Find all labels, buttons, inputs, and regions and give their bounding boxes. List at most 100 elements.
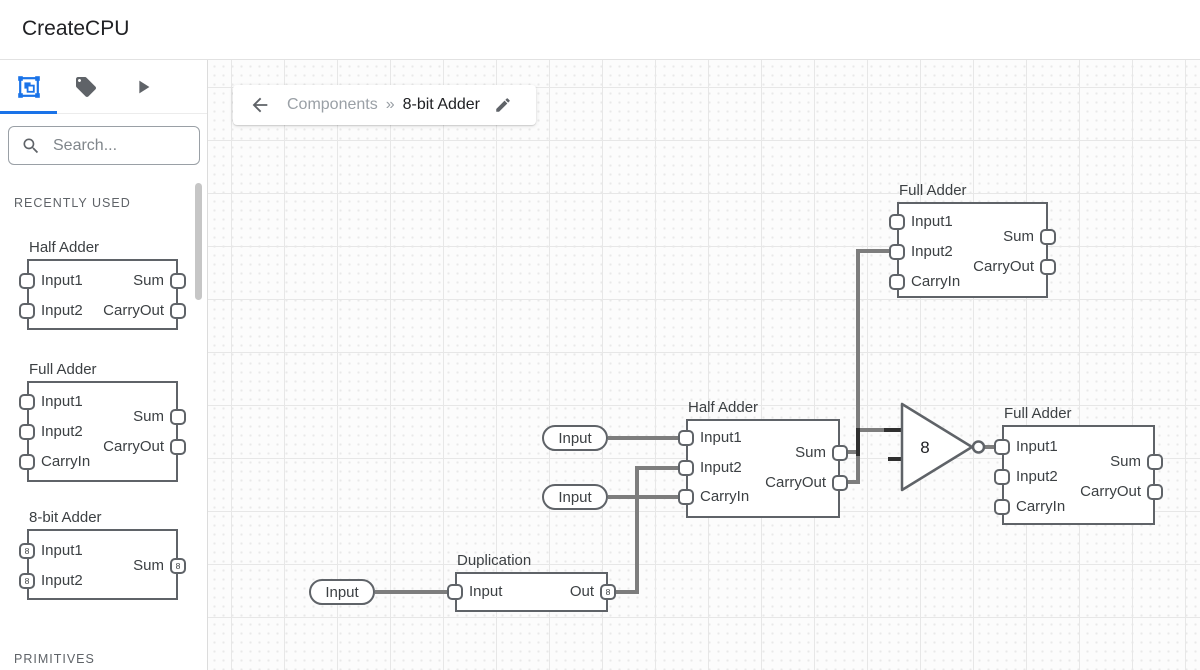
- port-label: CarryOut: [1080, 483, 1141, 500]
- tab-run[interactable]: [114, 60, 171, 113]
- wire[interactable]: [613, 590, 639, 594]
- port-input1: [19, 394, 35, 410]
- wire[interactable]: [983, 445, 999, 449]
- search-box: [8, 126, 200, 165]
- port-input2-bus: 8: [19, 573, 35, 589]
- search-input[interactable]: [51, 135, 195, 156]
- library-item-full-adder[interactable]: Full Adder Input1 Input2 CarryIn Sum Car…: [19, 361, 186, 482]
- port-label: Sum: [1003, 228, 1034, 245]
- canvas-node-full-adder-right[interactable]: Full Adder Input1 Input2 CarryIn Sum Car…: [994, 405, 1163, 525]
- component-library-sidebar: RECENTLY USED Half Adder Input1 Input2 S…: [0, 60, 208, 670]
- merger-bus-width: 8: [920, 438, 929, 457]
- port-label: Input: [469, 583, 503, 600]
- wire[interactable]: [856, 249, 860, 484]
- port-label: Input2: [41, 423, 83, 440]
- port-carryout[interactable]: [1147, 484, 1163, 500]
- wire-junction[interactable]: [884, 428, 902, 432]
- port-input[interactable]: [447, 584, 463, 600]
- node-title: Half Adder: [688, 399, 759, 416]
- breadcrumb-separator: »: [385, 96, 395, 113]
- play-icon: [138, 80, 149, 93]
- wire[interactable]: [635, 466, 639, 594]
- pencil-icon: [496, 98, 510, 112]
- port-input1[interactable]: [678, 430, 694, 446]
- merger-gate[interactable]: 8: [898, 401, 990, 497]
- input-pin[interactable]: Input: [542, 425, 608, 451]
- wire[interactable]: [846, 450, 860, 454]
- wire[interactable]: [375, 590, 453, 594]
- canvas-node-full-adder-top[interactable]: Full Adder Input1 Input2 CarryIn Sum Car…: [889, 182, 1056, 298]
- port-label: Input1: [41, 542, 83, 559]
- port-carryin[interactable]: [678, 489, 694, 505]
- port-input2: [19, 424, 35, 440]
- port-sum-bus: 8: [170, 558, 186, 574]
- wire[interactable]: [608, 495, 684, 499]
- input-pin[interactable]: Input: [542, 484, 608, 510]
- port-input1[interactable]: [889, 214, 905, 230]
- port-sum: [170, 273, 186, 289]
- wire[interactable]: [846, 480, 860, 484]
- port-input1[interactable]: [994, 439, 1010, 455]
- canvas-node-half-adder[interactable]: Half Adder Input1 Input2 CarryIn Sum Car…: [678, 399, 848, 518]
- port-sum[interactable]: [1147, 454, 1163, 470]
- breadcrumb: Components » 8-bit Adder: [233, 85, 536, 125]
- section-primitives: PRIMITIVES: [14, 652, 95, 666]
- port-label: Input1: [911, 213, 953, 230]
- library-item-title: Half Adder: [29, 239, 100, 256]
- tab-components[interactable]: [0, 60, 57, 113]
- wire[interactable]: [635, 466, 684, 470]
- section-recently-used: RECENTLY USED: [14, 196, 131, 210]
- port-label: Sum: [133, 557, 164, 574]
- port-label: Input1: [1016, 438, 1058, 455]
- port-carryout[interactable]: [832, 475, 848, 491]
- port-label: Sum: [1110, 453, 1141, 470]
- port-label: CarryIn: [911, 273, 961, 290]
- port-label: Out: [569, 583, 594, 600]
- port-input2[interactable]: [678, 460, 694, 476]
- library-item-half-adder[interactable]: Half Adder Input1 Input2 Sum CarryOut: [19, 239, 186, 330]
- port-label: CarryOut: [765, 474, 826, 491]
- port-input1-bus: 8: [19, 543, 35, 559]
- wire[interactable]: [856, 428, 902, 432]
- breadcrumb-current: 8-bit Adder: [402, 96, 481, 113]
- port-label: CarryIn: [41, 453, 91, 470]
- wire-junction[interactable]: [856, 428, 860, 456]
- port-input1: [19, 273, 35, 289]
- port-label: Input2: [41, 302, 83, 319]
- tab-tags[interactable]: [57, 60, 114, 113]
- edit-name-button[interactable]: [494, 96, 512, 114]
- wire-stub[interactable]: [888, 457, 904, 461]
- library-item-title: Full Adder: [29, 361, 97, 378]
- port-label: Input2: [911, 243, 953, 260]
- port-sum[interactable]: [1040, 229, 1056, 245]
- canvas-node-duplication[interactable]: Duplication 8 Input Out: [447, 552, 616, 612]
- components-select-icon: [17, 75, 40, 98]
- port-sum[interactable]: [832, 445, 848, 461]
- library-item-8bit-adder[interactable]: 8-bit Adder 8 8 8 Input1 Input2 Sum: [19, 509, 186, 600]
- port-label: Input1: [41, 272, 83, 289]
- back-button[interactable]: [249, 94, 271, 116]
- port-label: Sum: [795, 444, 826, 461]
- sidebar-scrollbar[interactable]: [195, 183, 202, 300]
- port-input2[interactable]: [994, 469, 1010, 485]
- port-carryin[interactable]: [889, 274, 905, 290]
- port-label: Input2: [41, 572, 83, 589]
- port-input2[interactable]: [889, 244, 905, 260]
- breadcrumb-parent[interactable]: Components: [287, 96, 378, 113]
- schematic-canvas[interactable]: [208, 60, 1200, 670]
- port-out-bus[interactable]: 8: [600, 584, 616, 600]
- node-title: Duplication: [457, 552, 532, 569]
- port-carryout[interactable]: [1040, 259, 1056, 275]
- port-label: Input1: [41, 393, 83, 410]
- tag-icon: [75, 76, 96, 97]
- wire[interactable]: [856, 249, 893, 253]
- input-pin[interactable]: Input: [309, 579, 375, 605]
- wire[interactable]: [608, 436, 684, 440]
- port-carryin: [19, 454, 35, 470]
- port-carryout: [170, 303, 186, 319]
- port-label: CarryOut: [973, 258, 1034, 275]
- port-carryin[interactable]: [994, 499, 1010, 515]
- arrow-left-icon: [252, 97, 268, 113]
- port-label: CarryIn: [700, 488, 750, 505]
